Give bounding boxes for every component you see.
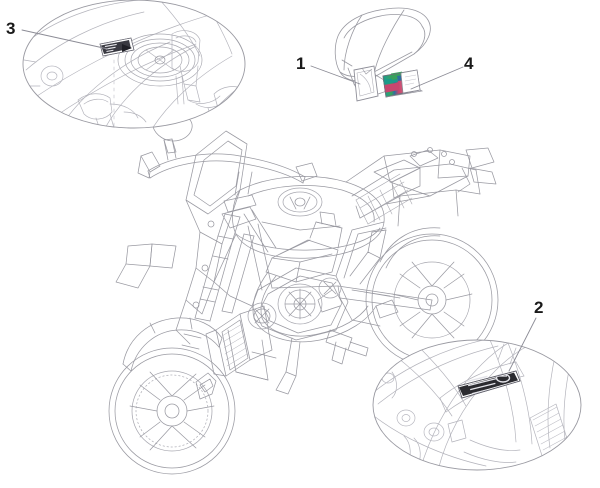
- leader-line-3: [21, 29, 109, 50]
- callout-number-2[interactable]: 2: [534, 298, 544, 317]
- callout-number-1[interactable]: 1: [296, 54, 306, 73]
- callout-number-4[interactable]: 4: [464, 54, 474, 73]
- radiator: [205, 305, 273, 377]
- front-fender: [122, 317, 223, 372]
- part-colour-sticker: [382, 69, 424, 98]
- leader-line-4: [410, 66, 464, 90]
- swingarm: [317, 229, 433, 313]
- leader-line-1: [310, 65, 361, 85]
- frame-vin-plate-detail: [457, 370, 521, 399]
- footrest: [325, 329, 369, 365]
- engine: [247, 211, 399, 343]
- detail-view-3: [22, 0, 246, 129]
- frame: [243, 209, 387, 327]
- front-fork: [181, 213, 255, 350]
- part-white-label: [353, 65, 379, 102]
- motorcycle-line-drawing: [108, 112, 499, 475]
- fuel-tank-warning-sticker-detail: [99, 37, 135, 57]
- lower-bodywork: [213, 233, 277, 381]
- rear-subframe: [345, 147, 497, 227]
- front-wheel: [108, 347, 236, 475]
- callout-number-3[interactable]: 3: [6, 19, 16, 38]
- steering-head: [221, 171, 257, 229]
- side-stand: [275, 337, 301, 395]
- detail-view-2: [372, 339, 582, 471]
- leader-lines: [21, 29, 537, 372]
- leader-line-2: [508, 317, 537, 372]
